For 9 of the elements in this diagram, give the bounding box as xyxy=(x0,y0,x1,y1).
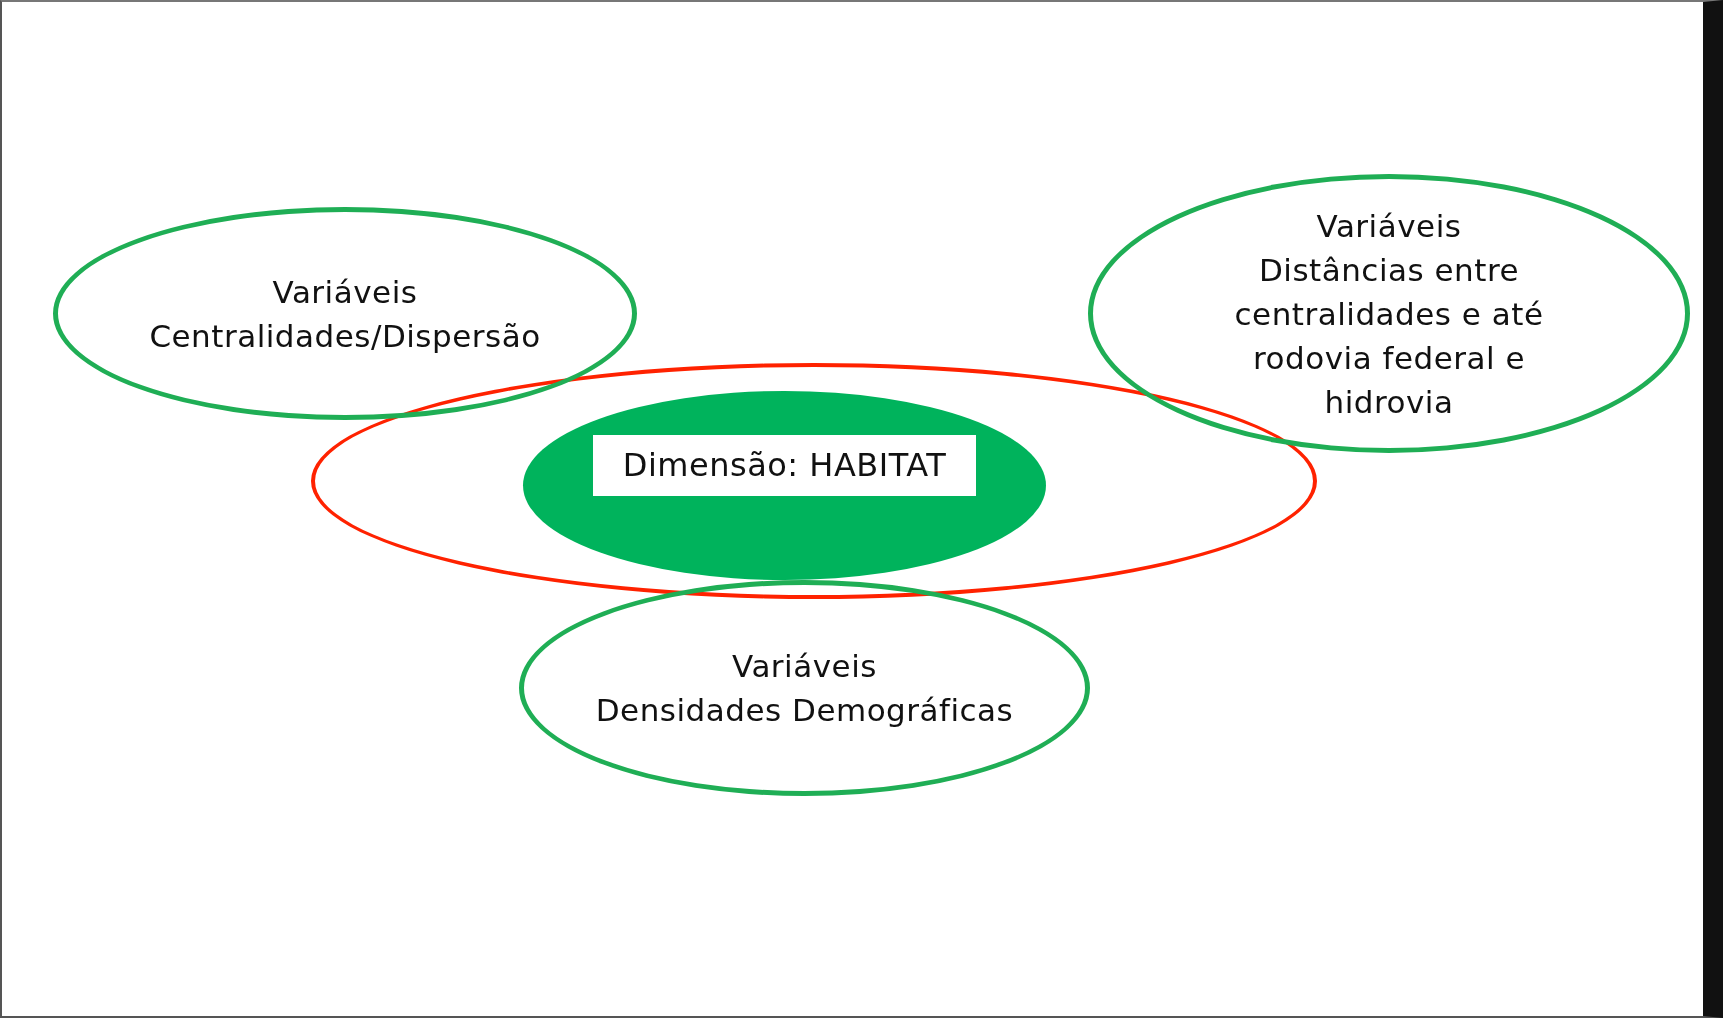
oval-node xyxy=(1088,174,1690,453)
title-label-box: Dimensão: HABITAT xyxy=(592,435,977,496)
node-label: Centralidades/Dispersão xyxy=(149,316,541,356)
oval-node xyxy=(519,580,1090,796)
node-label: Variáveis xyxy=(732,647,877,686)
node-label: Variáveis xyxy=(272,272,418,312)
node-label: Distâncias entre centralidades e até rodovia federal e hidrovia xyxy=(1233,250,1545,422)
node-label: Variáveis xyxy=(1316,206,1462,246)
node-label: Densidades Demográficas xyxy=(595,691,1014,730)
